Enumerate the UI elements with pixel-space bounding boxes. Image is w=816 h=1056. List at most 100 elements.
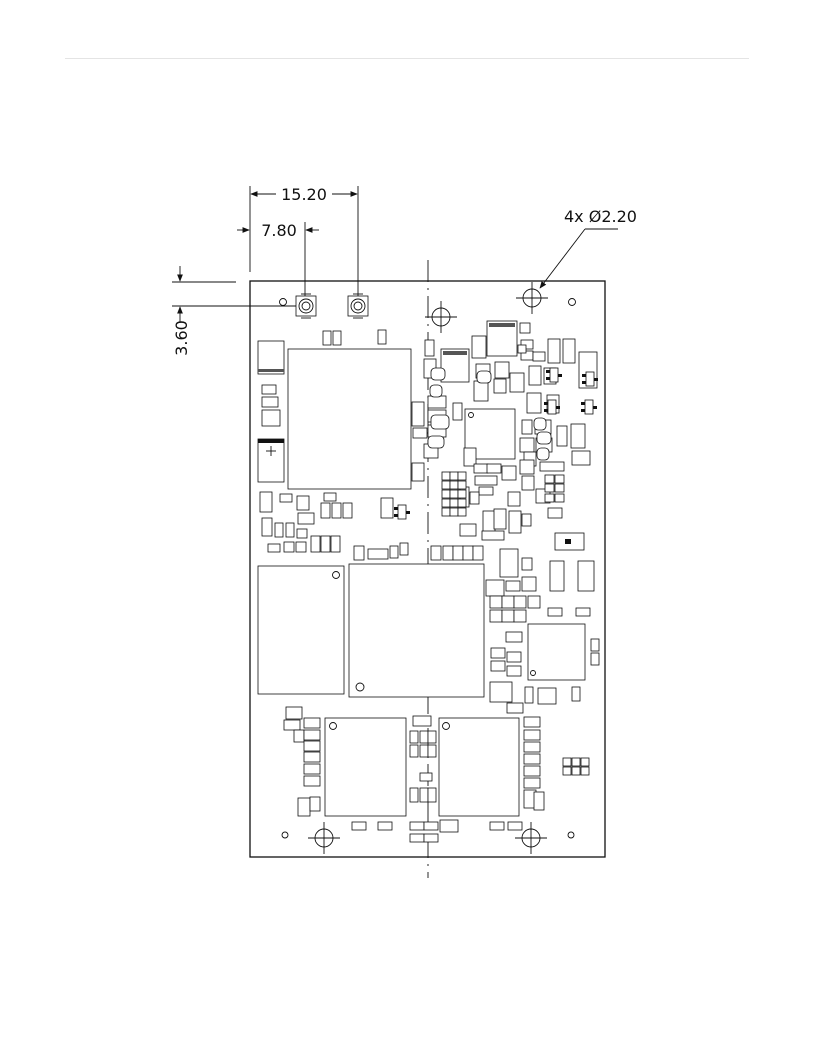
smd-component (303, 763, 321, 775)
smd-component (556, 425, 568, 447)
smd-component (521, 557, 533, 571)
smd-inductor (476, 370, 492, 384)
smd-component (562, 766, 572, 776)
smd-component (570, 423, 586, 449)
smd-inductor (536, 431, 552, 445)
mounting-hole-top-right (516, 282, 548, 314)
smd-component (513, 595, 527, 609)
smd-component (409, 730, 419, 744)
smd-component (524, 686, 534, 704)
smd-component (544, 474, 555, 484)
smd-component (562, 757, 572, 767)
smd-component (449, 498, 459, 508)
smd-component (412, 427, 428, 439)
smd-component (409, 833, 425, 843)
smd-component (526, 392, 542, 414)
smd-component (411, 401, 425, 427)
smd-component (519, 459, 535, 475)
smd-component (377, 329, 387, 345)
smd-component (463, 447, 477, 467)
smd-component (493, 508, 507, 530)
smd-component (457, 471, 467, 481)
smd-component (424, 339, 435, 357)
smd-component (261, 409, 281, 427)
emmc-ic-right (438, 717, 520, 817)
smd-component (441, 507, 451, 517)
smd-component (523, 777, 541, 789)
smd-component (472, 545, 484, 561)
smd-inductor (536, 447, 550, 461)
hole-callout-label: 4x Ø2.20 (564, 207, 637, 226)
dimension-3-60: 3.60 (172, 266, 297, 356)
smd-component (389, 545, 399, 559)
smd-component (507, 821, 523, 831)
smd-component (457, 507, 467, 517)
smd-component (427, 395, 447, 409)
mounting-hole-top-center (425, 301, 457, 333)
sot-transistor (582, 371, 598, 387)
smd-component (279, 493, 293, 503)
smd-component (571, 757, 581, 767)
smd-component (489, 595, 503, 609)
smd-component (452, 545, 464, 561)
smd-component (485, 579, 505, 597)
smd-component (419, 772, 433, 782)
smd-component (441, 471, 451, 481)
smd-component (427, 730, 437, 744)
smd-component (501, 465, 517, 481)
smd-component (367, 548, 389, 560)
smd-component (580, 757, 590, 767)
smd-component (285, 522, 295, 538)
smd-component (283, 719, 301, 731)
smd-component (490, 647, 506, 659)
hole-callout: 4x Ø2.20 (539, 207, 637, 289)
smd-component (303, 751, 321, 763)
smd-component (261, 384, 277, 395)
mounting-hole-bottom-right (515, 822, 547, 854)
smd-component (528, 365, 542, 386)
smd-component (449, 471, 459, 481)
smd-component (499, 548, 519, 578)
smd-component (430, 545, 442, 561)
smd-component (469, 491, 480, 505)
smd-component (419, 787, 429, 803)
smd-component (261, 517, 273, 537)
header-rule (65, 58, 749, 59)
smd-component (419, 730, 429, 744)
dimension-7-80: 7.80 (237, 221, 319, 300)
smd-component (296, 495, 310, 511)
smd-component (580, 766, 590, 776)
smd-component (320, 502, 331, 519)
smd-component (562, 338, 576, 364)
smd-component (521, 475, 535, 491)
smd-component (342, 502, 353, 519)
smd-component (297, 512, 315, 525)
smd-component (293, 729, 305, 743)
smd-component (449, 489, 459, 499)
smd-component (259, 491, 273, 513)
smd-component (575, 607, 591, 617)
smd-component (489, 821, 505, 831)
smd-component (322, 330, 332, 346)
smd-component (471, 335, 487, 359)
mounting-hole-bottom-left (308, 822, 340, 854)
antenna-connector-2 (347, 293, 369, 319)
smd-component (554, 483, 565, 493)
smd-component (547, 607, 563, 617)
smd-component (427, 744, 437, 758)
sot-transistor (546, 367, 562, 383)
smd-component (427, 787, 437, 803)
smd-component (423, 833, 439, 843)
smd-inductor (429, 384, 443, 398)
smd-component (474, 475, 498, 486)
smd-component (295, 541, 307, 553)
smd-component (442, 545, 454, 561)
smd-component (303, 729, 321, 741)
smd-component (482, 510, 496, 534)
dimension-15-20: 15.20 (249, 185, 359, 300)
smd-component (353, 545, 365, 561)
smd-component (590, 638, 600, 652)
memory-ic-center (348, 563, 485, 698)
smd-component (554, 493, 565, 503)
